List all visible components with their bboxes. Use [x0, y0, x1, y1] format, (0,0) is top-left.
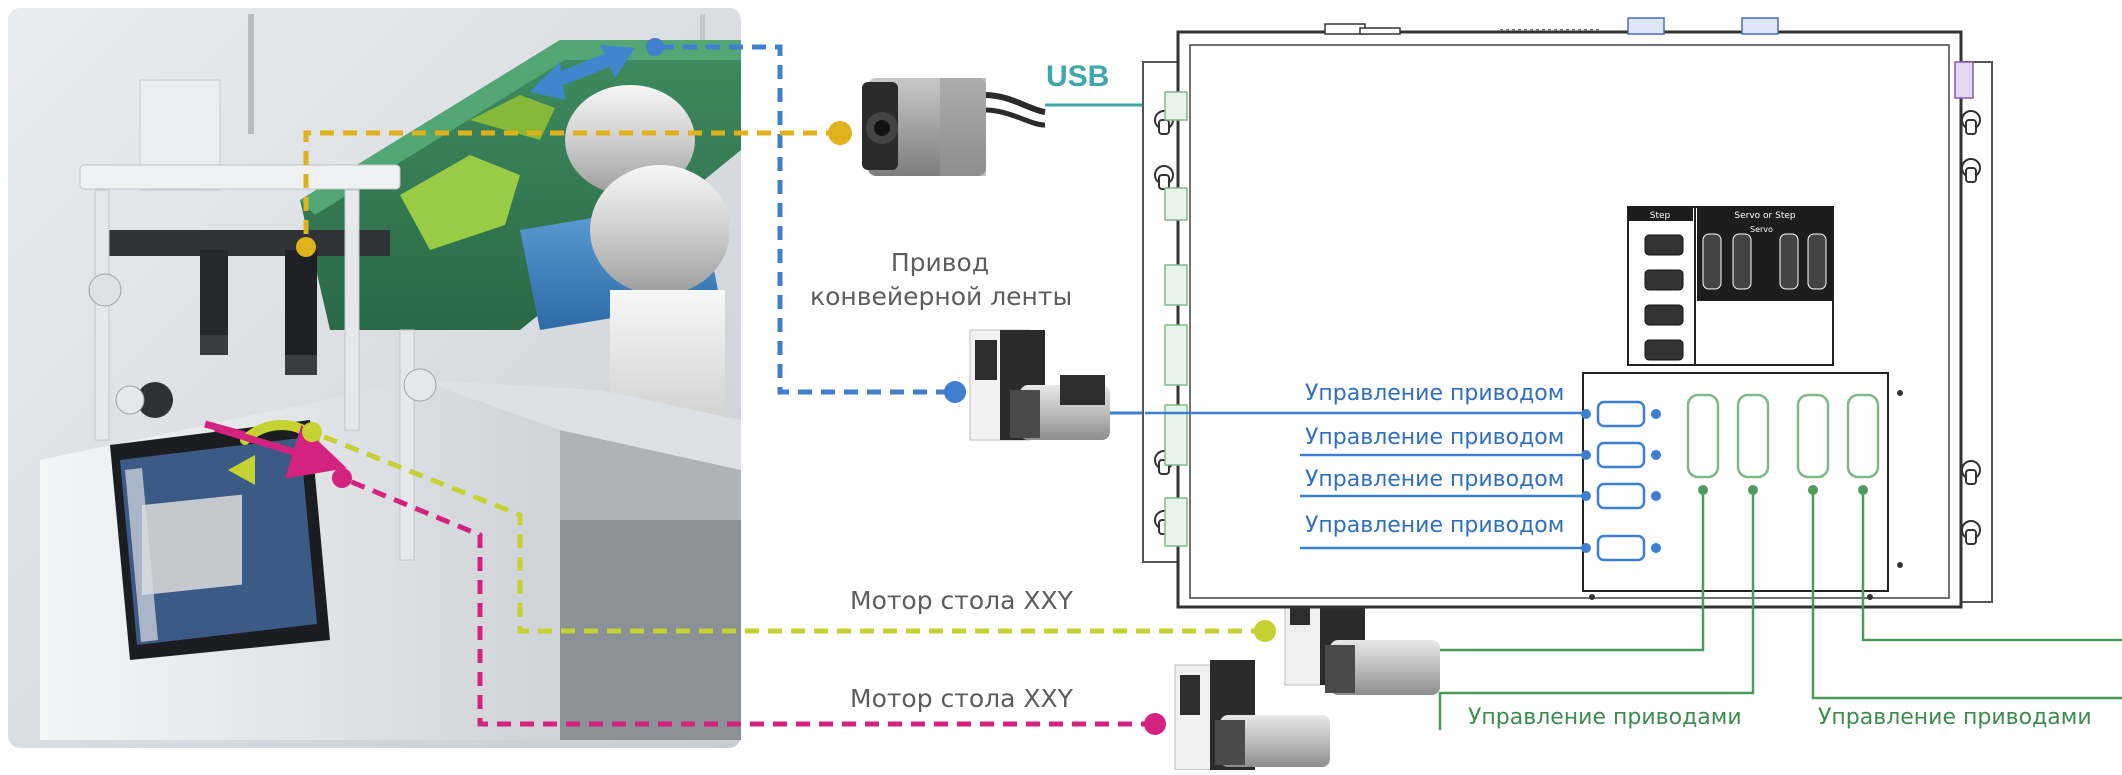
usb-label: USB	[1046, 60, 1110, 93]
xxy-motor-2-illustration	[1174, 660, 1330, 771]
drives-control-label-1: Управление приводами	[1468, 705, 1742, 730]
controller-enclosure: Step Servo or Step Servo	[1142, 17, 1993, 609]
drives-control-label-2: Управление приводами	[1818, 705, 2092, 730]
drive-control-label-4: Управление приводом	[1305, 513, 1565, 538]
step-panel-title: Step	[1650, 211, 1671, 221]
camera-illustration	[862, 78, 1046, 176]
conveyor-drive-label-line1: Привод	[890, 248, 990, 277]
motor-xxy-label-1: Мотор стола XXY	[850, 586, 1073, 615]
conveyor-servo-drive-illustration	[969, 329, 1145, 441]
drive-control-label-2: Управление приводом	[1305, 425, 1565, 450]
motor-xxy-label-2: Мотор стола XXY	[850, 684, 1073, 713]
drives-green-lines	[1438, 490, 2122, 730]
drive-control-label-1: Управление приводом	[1305, 381, 1565, 406]
servo-subtitle: Servo	[1750, 225, 1773, 234]
machine-scene-illustration	[8, 8, 741, 748]
link-dots	[296, 38, 1276, 735]
dashed-links	[303, 44, 1265, 727]
drive-control-label-3: Управление приводом	[1305, 467, 1565, 492]
servo-step-panel-title: Servo or Step	[1734, 211, 1795, 221]
drive-control-lines	[1145, 411, 1586, 550]
conveyor-drive-label-line2: конвейерной ленты	[810, 282, 1073, 311]
